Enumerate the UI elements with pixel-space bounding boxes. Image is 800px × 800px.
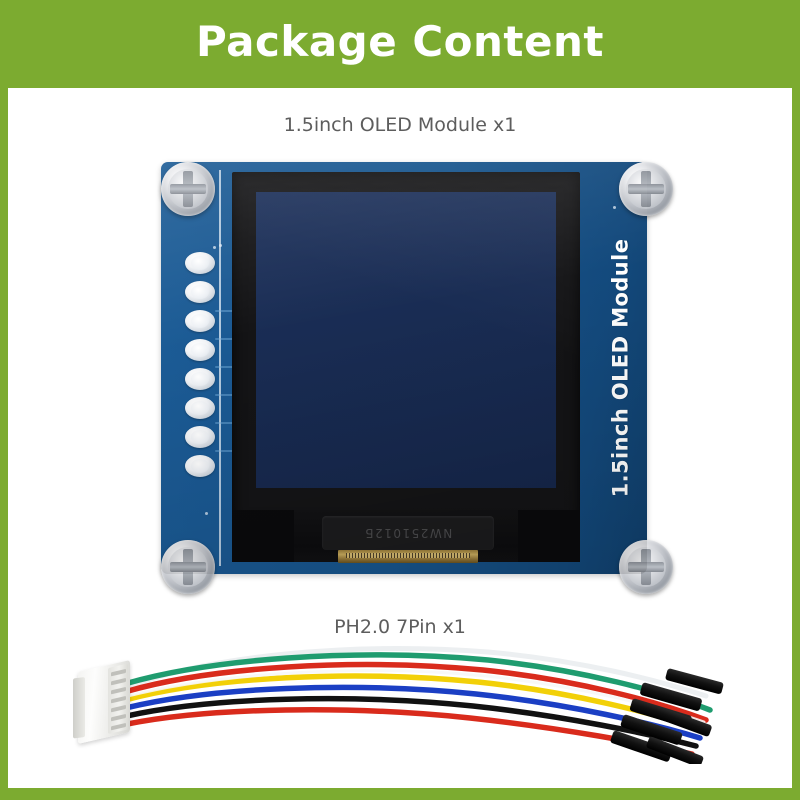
dupont-connector [654, 706, 712, 737]
dupont-connector [640, 682, 702, 711]
fpc-tab-text: NW251012Б [363, 526, 453, 540]
wire-red-upper [115, 661, 709, 723]
screw-bottom-right [619, 540, 673, 594]
header-banner: Package Content [0, 0, 800, 84]
screw-bottom-left [161, 540, 215, 594]
dupont-connector [620, 714, 683, 745]
screw-top-right [619, 162, 673, 216]
pcb-via [213, 246, 216, 249]
dupont-connector [610, 730, 672, 762]
screw-cross-icon [170, 562, 206, 572]
pin-pad [185, 339, 215, 361]
screw-cross-icon [170, 184, 206, 194]
fpc-zone: NW251012Б [232, 510, 580, 563]
wire-black [115, 695, 699, 749]
screw-cross-icon [628, 562, 664, 572]
pcb-board: NW251012Б 1.5inch OLED M [161, 162, 673, 594]
oled-module-image: NW251012Б 1.5inch OLED M [148, 152, 673, 594]
ph2-housing-lip [73, 677, 85, 739]
dupont-connector [646, 736, 704, 764]
oled-screen [256, 192, 556, 488]
pcb-trace [215, 366, 245, 368]
screw-cross-icon [628, 184, 664, 194]
pin-pad [185, 368, 215, 390]
caption-ph2-cable: PH2.0 7Pin x1 [334, 616, 466, 638]
pcb-via [205, 512, 208, 515]
pin-pad [185, 310, 215, 332]
content-area: 1.5inch OLED Module x1 [8, 88, 792, 788]
caption-oled-module: 1.5inch OLED Module x1 [283, 114, 517, 136]
board-side-label-text: 1.5inch OLED Module [608, 238, 633, 498]
oled-bezel [232, 172, 580, 524]
page-title: Package Content [196, 17, 604, 66]
pin-pad-group [185, 252, 219, 482]
fpc-shoulder-left [232, 510, 294, 562]
pin-pad [185, 281, 215, 303]
dupont-connector [665, 668, 724, 694]
screw-top-left [161, 162, 215, 216]
dupont-connector-group [610, 668, 724, 764]
pcb-via [219, 244, 222, 247]
silkscreen-outline [219, 170, 591, 566]
pin-pad [185, 426, 215, 448]
fpc-gold-connector [338, 550, 478, 563]
ph2-connector-housing [73, 659, 130, 745]
fpc-tab: NW251012Б [322, 516, 494, 550]
board-side-label: 1.5inch OLED Module [603, 212, 637, 524]
pin-pad [185, 252, 215, 274]
ph2-cable-image [58, 644, 758, 764]
pin-pad [185, 455, 215, 477]
pin-pad [185, 397, 215, 419]
fpc-shoulder-right [518, 510, 580, 562]
pcb-via [613, 206, 616, 209]
cable-wires [115, 646, 724, 764]
